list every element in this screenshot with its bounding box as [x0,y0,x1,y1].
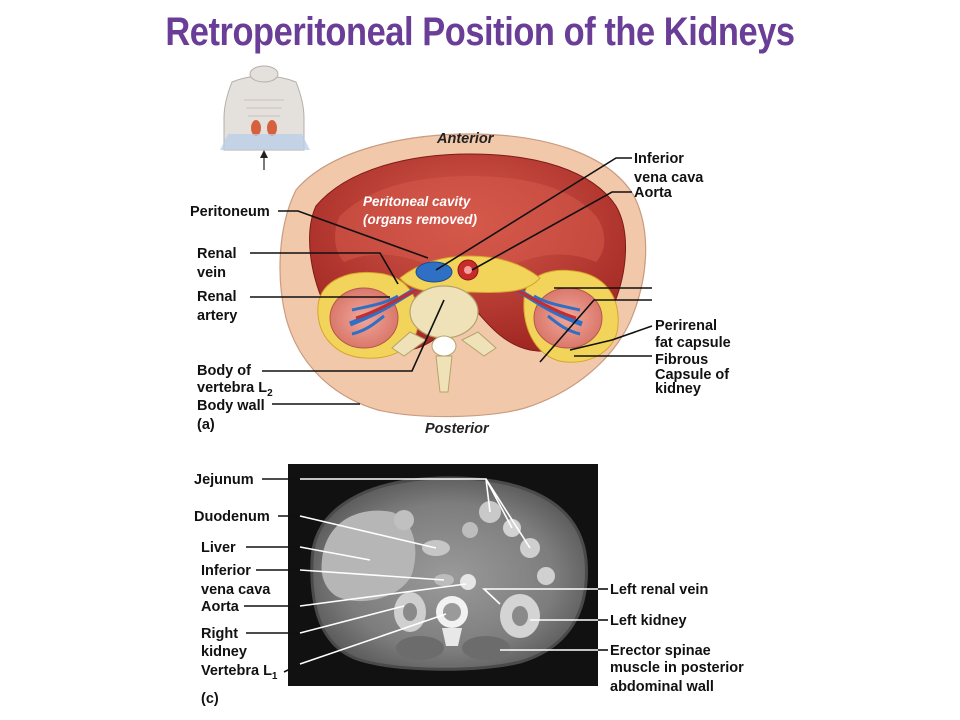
renal-vein-label-2: vein [197,265,226,281]
erector-label-2: muscle in posterior [610,660,744,676]
jejunum-label: Jejunum [194,472,254,488]
peritoneum-label: Peritoneum [190,204,270,220]
leader-left-renal-vein [481,588,598,605]
left-renal-vein-label: Left renal vein [610,582,708,598]
leader-perirenal [569,325,653,351]
leader-vertebra-l1-dark [283,663,301,673]
ct-ivc-label-2: vena cava [201,582,271,598]
torso-thumbnail [220,65,310,170]
page-title: Retroperitoneal Position of the Kidneys [165,10,795,54]
right-kidney-label-1: Right [201,626,238,642]
leader-duodenum [299,515,437,549]
ct-ivc-label-1: Inferior [201,563,251,579]
panel-a-leader-lines [250,157,653,405]
panel-c-leader-lines [244,478,608,673]
perirenal-label-1: Perirenal [655,318,717,334]
body-wall-label: Body wall [197,398,265,414]
ct-aorta-label: Aorta [201,599,240,615]
peritoneal-cavity-label-2: (organs removed) [363,212,478,227]
kidney-cross-section [279,133,647,418]
leader-right-kidney [299,605,405,634]
ivc-label-1: Inferior [634,151,684,167]
perirenal-label-2: fat capsule [655,335,731,351]
leader-kidney-bottom [539,299,652,363]
fibrous-label-1: Fibrous [655,352,708,368]
panel-c-label: (c) [201,691,219,707]
leader-vertebra [262,299,445,372]
leader-ct-aorta [299,583,467,607]
erector-label-1: Erector spinae [610,643,711,659]
leader-aorta [471,191,632,271]
renal-artery-label-2: artery [197,308,237,324]
anterior-label: Anterior [436,131,495,147]
duodenum-label: Duodenum [194,509,270,525]
leader-ivc [435,157,632,271]
ivc-label-2: vena cava [634,170,704,186]
body-of-vertebra-subscript: 2 [267,388,273,399]
fibrous-label-3: kidney [655,381,701,397]
body-of-vertebra-label-2: vertebra L2 [197,380,273,399]
peritoneal-cavity-label-1: Peritoneal cavity [363,194,472,209]
ct-scan [288,464,598,686]
body-of-vertebra-text: vertebra L [197,380,267,396]
renal-vein-label-1: Renal [197,246,237,262]
aorta-label: Aorta [634,185,673,201]
leader-vertebra-l1 [299,613,447,665]
renal-artery-label-1: Renal [197,289,237,305]
panel-a-label: (a) [197,417,215,433]
right-kidney-label-2: kidney [201,644,247,660]
leader-ct-ivc [299,569,445,581]
leader-liver [299,546,371,561]
vertebra-l1-text: Vertebra L [201,663,272,679]
left-kidney-label: Left kidney [610,613,687,629]
vertebra-l1-subscript: 1 [272,671,278,682]
posterior-label: Posterior [425,421,490,437]
erector-label-3: abdominal wall [610,679,714,695]
leader-renal-vein [250,252,399,285]
body-of-vertebra-label-1: Body of [197,363,251,379]
leader-peritoneum [278,210,429,259]
leader-jejunum [300,478,531,549]
vertebra-l1-label: Vertebra L1 [201,663,278,682]
fibrous-label-2: Capsule of [655,367,729,383]
liver-label: Liver [201,540,236,556]
